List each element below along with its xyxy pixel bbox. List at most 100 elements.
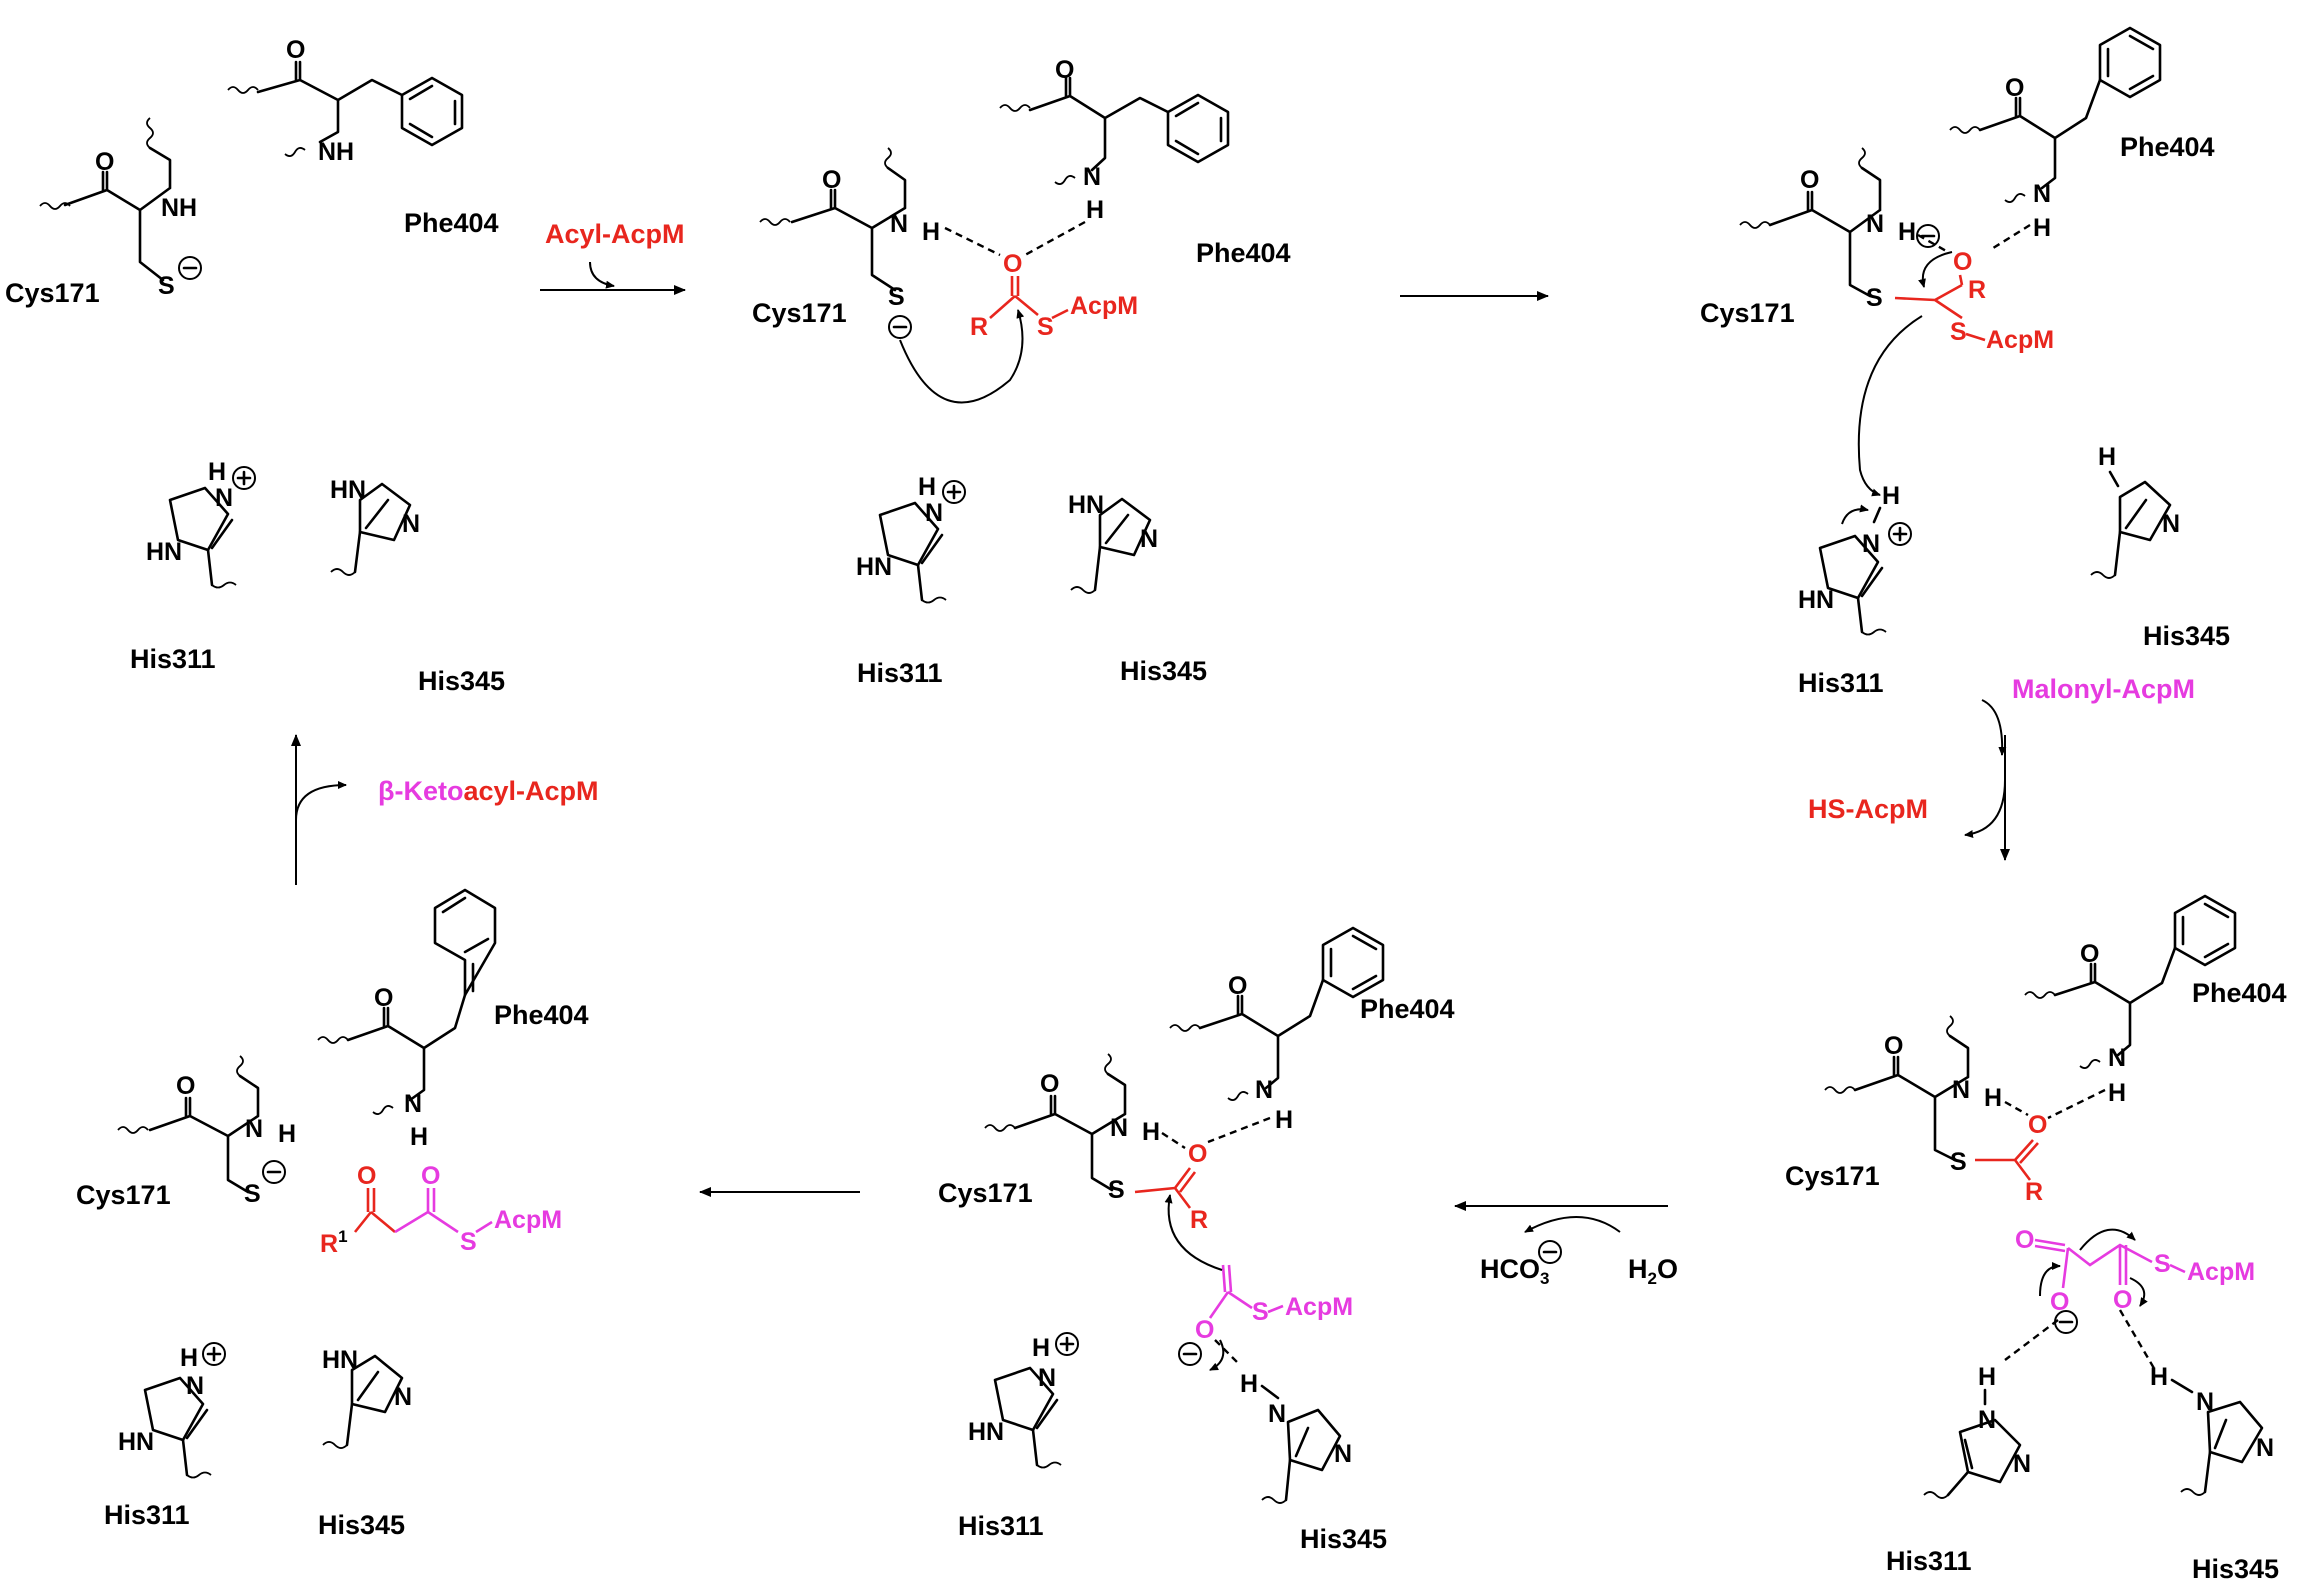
phe-h: H	[2108, 1079, 2126, 1107]
positive-charge-icon	[232, 466, 256, 490]
state-4-decarboxylation: O N H S Cys171 O N H Phe404 O R O O O S …	[1785, 894, 2287, 1584]
cys-nh: NH	[161, 194, 197, 222]
his311-label: His311	[857, 658, 943, 688]
his311-label: His311	[1886, 1546, 1972, 1576]
tetrahedral-s: S	[1950, 318, 1967, 346]
phe-h: H	[1275, 1106, 1293, 1134]
cys-h: H	[1898, 218, 1916, 246]
product-acpm: AcpM	[494, 1206, 562, 1234]
his311-hn: HN	[968, 1418, 1004, 1446]
cys-carbonyl-o: O	[1884, 1032, 1903, 1060]
cys-s: S	[1108, 1176, 1125, 1204]
tetrahedral-acpm: AcpM	[1986, 326, 2054, 354]
cys-carbonyl-o: O	[1800, 166, 1819, 194]
cys-n: N	[890, 210, 908, 238]
phe-carbonyl-o: O	[1228, 972, 1247, 1000]
positive-charge-icon	[1055, 1332, 1079, 1356]
acyl-r: R	[2025, 1178, 2043, 1206]
phe-carbonyl-o: O	[374, 984, 393, 1012]
malonyl-acpm: AcpM	[2187, 1258, 2255, 1286]
negative-charge-icon	[262, 1160, 286, 1184]
cys-h: H	[278, 1120, 296, 1148]
cys-n: N	[1110, 1114, 1128, 1142]
his345-label: His345	[2143, 621, 2230, 651]
cys-carbonyl-o: O	[176, 1072, 195, 1100]
cys171-label: Cys171	[1700, 298, 1795, 328]
his311-hn: HN	[118, 1428, 154, 1456]
his345-n2: N	[2256, 1434, 2274, 1462]
his345-h: H	[2150, 1363, 2168, 1391]
cys171-label: Cys171	[752, 298, 847, 328]
malonyl-acpm-label: Malonyl-AcpM	[2012, 674, 2195, 704]
his345-h: H	[2098, 443, 2116, 471]
cys-n: N	[1952, 1076, 1970, 1104]
his311-h: H	[1032, 1334, 1050, 1362]
phe404-label: Phe404	[1360, 994, 1455, 1024]
his311-hn: HN	[1798, 586, 1834, 614]
negative-charge-icon	[1916, 224, 1940, 248]
tetrahedral-r: R	[1968, 276, 1986, 304]
phe404-label: Phe404	[494, 1000, 589, 1030]
his345-n: N	[2196, 1388, 2214, 1416]
enolate-acpm: AcpM	[1285, 1293, 1353, 1321]
cys-s: S	[1866, 284, 1883, 312]
cys171-label: Cys171	[76, 1180, 171, 1210]
state-6-product-release: O N H S Cys171 O N H Phe404 O O R1 S Acp…	[76, 888, 589, 1540]
acyl-acpm: AcpM	[1070, 292, 1138, 320]
negative-charge-icon	[888, 315, 912, 339]
product-s: S	[460, 1228, 477, 1256]
keto-acyl-acpm-label: β-Ketoacyl-AcpM	[378, 776, 599, 806]
state-5-enolate-attack: O N H S Cys171 O N H Phe404 O R O S AcpM…	[938, 926, 1455, 1554]
his311-label: His311	[104, 1500, 190, 1530]
acyl-s: S	[1037, 313, 1054, 341]
phe404-label: Phe404	[1196, 238, 1291, 268]
his311-n: N	[186, 1372, 204, 1400]
cys171-label: Cys171	[5, 278, 100, 308]
product-o1: O	[357, 1162, 376, 1190]
phe-n: N	[404, 1090, 422, 1118]
step-arrow-decarboxylation: H2O HCO3	[1454, 1201, 1678, 1288]
positive-charge-icon	[1888, 522, 1912, 546]
his311-h: H	[1882, 482, 1900, 510]
product-o2: O	[421, 1162, 440, 1190]
acyl-acpm-label: Acyl-AcpM	[545, 219, 685, 249]
his311-n: N	[1978, 1406, 1996, 1434]
his311-label: His311	[130, 644, 216, 674]
his311-h: H	[1978, 1363, 1996, 1391]
negative-charge-icon	[178, 256, 202, 280]
his311-h: H	[918, 473, 936, 501]
cys-s: S	[888, 283, 905, 311]
cys-n: N	[245, 1115, 263, 1143]
phe-carbonyl-o: O	[286, 36, 305, 64]
phe-h: H	[410, 1123, 428, 1151]
product-r1: R1	[320, 1227, 348, 1258]
acyl-r: R	[970, 313, 988, 341]
positive-charge-icon	[202, 1342, 226, 1366]
phe-n: N	[2033, 180, 2051, 208]
acyl-r: R	[1190, 1206, 1208, 1234]
his345-n2: N	[1334, 1440, 1352, 1468]
his345-h: H	[1240, 1370, 1258, 1398]
his311-h: H	[180, 1344, 198, 1372]
his311-hn: HN	[146, 538, 182, 566]
malonyl-o3: O	[2113, 1286, 2132, 1314]
phe-n: N	[1255, 1076, 1273, 1104]
cys-thiolate-s: S	[244, 1180, 261, 1208]
acyl-o: O	[1188, 1140, 1207, 1168]
bicarbonate-label: HCO3	[1480, 1254, 1549, 1288]
enolate-o: O	[1195, 1316, 1214, 1344]
his345-n: N	[2162, 510, 2180, 538]
his345-label: His345	[2192, 1554, 2279, 1584]
his345-n: N	[402, 510, 420, 538]
his345-label: His345	[1120, 656, 1207, 686]
his311-n2: N	[2013, 1450, 2031, 1478]
cys-n: N	[1866, 210, 1884, 238]
his311-label: His311	[1798, 668, 1884, 698]
phe-h: H	[1086, 196, 1104, 224]
malonyl-o1: O	[2015, 1226, 2034, 1254]
his345-label: His345	[1300, 1524, 1387, 1554]
positive-charge-icon	[942, 480, 966, 504]
state-1-resting-enzyme: O NH S Cys171 O NH Phe404 H N HN His311 …	[5, 36, 505, 696]
state-3-tetrahedral-intermediate: O N H S Cys171 O N H Phe404 O R S AcpM H	[1700, 26, 2230, 698]
